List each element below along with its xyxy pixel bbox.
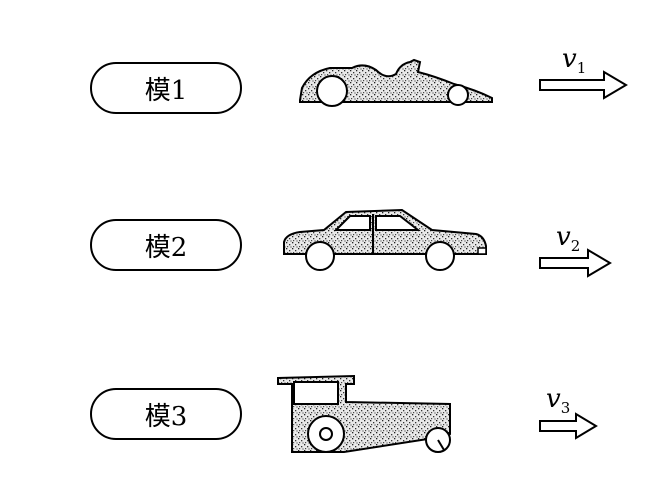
mode-1-label-text: 模1	[144, 75, 188, 106]
velocity-1-subscript: 1	[576, 59, 587, 78]
velocity-2-arrow-icon	[539, 248, 612, 278]
velocity-3-arrow-icon	[539, 412, 598, 440]
mode-3-label-text: 模3	[144, 401, 188, 432]
mode-2-label-text: 模2	[144, 232, 188, 263]
sedan-car-icon	[283, 208, 487, 271]
race-car-icon	[299, 58, 493, 107]
velocity-2-symbol: v	[556, 222, 571, 252]
mode-3-label: 模3	[90, 388, 242, 440]
tractor-icon	[277, 374, 451, 453]
velocity-3-subscript: 3	[560, 399, 571, 418]
velocity-1-label: v1	[562, 44, 586, 77]
diagram-row-3: 模3 v3	[0, 364, 672, 464]
velocity-1-symbol: v	[562, 44, 577, 74]
diagram-row-2: 模2 v2	[0, 198, 672, 298]
diagram-row-1: 模1 v1	[0, 40, 672, 140]
velocity-2-label: v2	[556, 222, 580, 255]
mode-2-label: 模2	[90, 219, 242, 271]
velocity-2-subscript: 2	[570, 237, 581, 256]
mode-1-label: 模1	[90, 62, 242, 114]
velocity-3-symbol: v	[546, 384, 561, 414]
velocity-1-arrow-icon	[539, 70, 628, 100]
velocity-3-label: v3	[546, 384, 570, 417]
